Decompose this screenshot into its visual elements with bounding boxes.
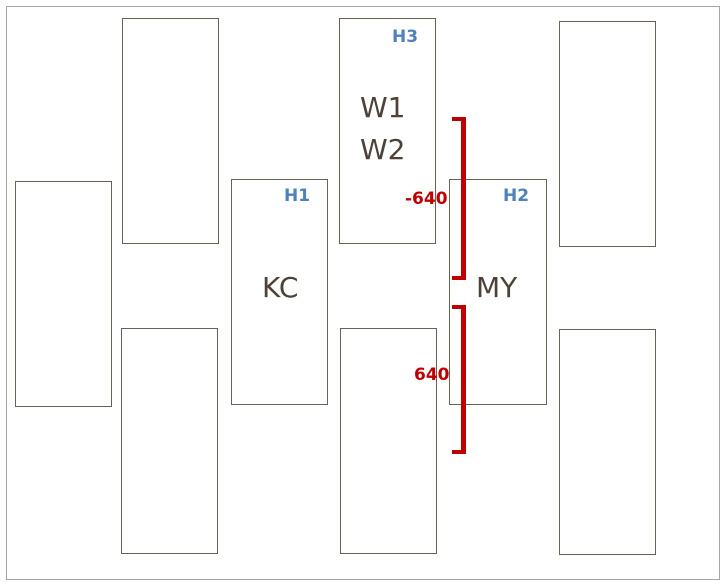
box-col6-top: [559, 21, 656, 247]
bracket-cap-bottom: [452, 450, 466, 454]
box-tag: H1: [284, 186, 311, 206]
box-tag: H2: [503, 186, 530, 206]
box-col6-bottom: [559, 329, 656, 555]
bracket-spine: [461, 305, 466, 454]
bracket-value: 640: [414, 365, 450, 385]
box-left-middle: [15, 181, 112, 407]
bracket-cap-top: [452, 305, 466, 309]
box-label: W2: [360, 133, 406, 166]
box-col2-top: [122, 18, 219, 244]
box-label: W1: [360, 91, 406, 124]
box-h1: H1 KC: [231, 179, 328, 405]
bracket-value: -640: [405, 189, 448, 209]
box-tag: H3: [392, 27, 419, 47]
box-col2-bottom: [121, 328, 218, 554]
diagram-frame: [6, 6, 720, 580]
box-h2: H2 MY: [449, 179, 547, 405]
box-col4-bottom: [340, 328, 437, 554]
box-h3: H3 W1 W2: [339, 18, 436, 244]
bracket-cap-top: [452, 117, 466, 121]
box-label: MY: [476, 271, 518, 304]
box-label: KC: [262, 271, 299, 304]
bracket-cap-bottom: [452, 276, 466, 280]
bracket-spine: [461, 117, 466, 280]
